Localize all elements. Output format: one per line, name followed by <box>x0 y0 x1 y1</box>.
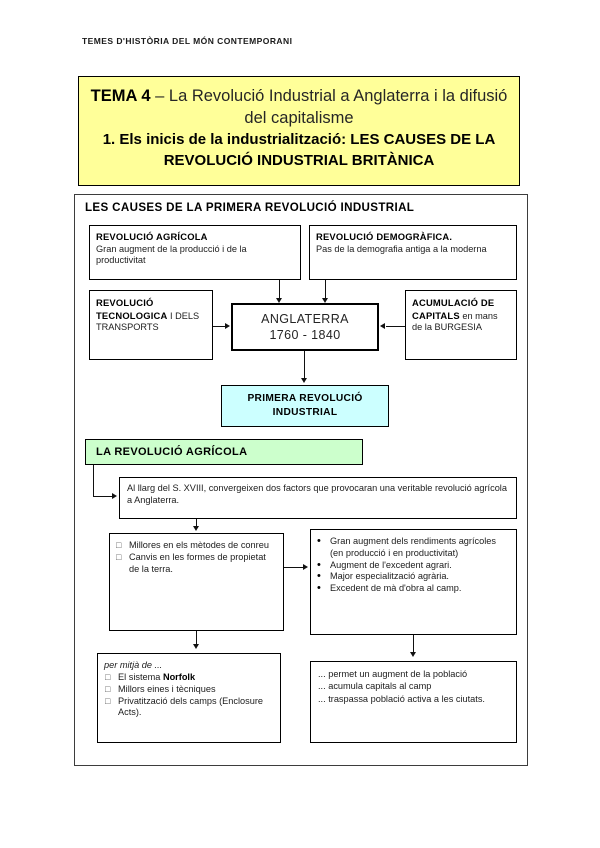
connector-intro-factors <box>196 519 198 527</box>
connector-tecnologica-anglaterra <box>213 326 226 328</box>
arrowhead-anglaterra-primera <box>300 378 307 383</box>
connector-anglaterra-primera <box>304 351 306 379</box>
means-list: El sistema Norfolk Millors eines i tècni… <box>104 672 274 719</box>
box-factors: Millores en els mètodes de conreu Canvis… <box>109 533 284 631</box>
arrowhead-tecnologica-anglaterra <box>225 322 230 329</box>
list-item: Millores en els mètodes de conreu <box>115 540 278 552</box>
box-acumulacio-capitals: ACUMULACIÓ DE CAPITALS en mans de la BUR… <box>405 290 517 360</box>
box-primera-revolucio-industrial: PRIMERA REVOLUCIÓ INDUSTRIAL <box>221 385 389 427</box>
consequence-line: ... traspassa població activa a les ciut… <box>318 693 485 704</box>
results-list: Gran augment dels rendiments agrícoles (… <box>316 536 511 595</box>
box-revolucio-tecnologica-body: I DELS TRANSPORTS <box>96 310 200 333</box>
diagram-heading: LES CAUSES DE LA PRIMERA REVOLUCIÓ INDUS… <box>85 201 415 214</box>
box-revolucio-demografica: REVOLUCIÓ DEMOGRÀFICA. Pas de la demogra… <box>309 225 517 280</box>
list-item: El sistema Norfolk <box>104 672 274 684</box>
box-revolucio-demografica-title: REVOLUCIÓ DEMOGRÀFICA. <box>316 231 453 242</box>
box-means: per mitjà de ... El sistema Norfolk Mill… <box>97 653 281 743</box>
box-results: Gran augment dels rendiments agrícoles (… <box>310 529 517 635</box>
box-consequences: ... permet un augment de la població ...… <box>310 661 517 743</box>
list-item: Canvis en les formes de propietat de la … <box>115 552 278 576</box>
means-lead: per mitjà de ... <box>104 660 163 670</box>
box-revolucio-agricola-body: Gran augment de la producció i de la pro… <box>96 243 247 266</box>
section-header-revolucio-agricola: LA REVOLUCIÓ AGRÍCOLA <box>85 439 363 465</box>
consequence-line: ... acumula capitals al camp <box>318 681 432 692</box>
arrowhead-intro-factors <box>192 526 199 531</box>
connector-header-intro-vertical <box>93 465 95 497</box>
connector-results-consequences <box>413 635 415 653</box>
box-revolucio-tecnologica: REVOLUCIÓ TECNOLOGICA I DELS TRANSPORTS <box>89 290 213 360</box>
arrowhead-demografica-anglaterra <box>321 298 328 303</box>
factors-list: Millores en els mètodes de conreu Canvis… <box>115 540 278 575</box>
arrowhead-factors-results <box>303 563 308 570</box>
box-anglaterra-line2: 1760 - 1840 <box>269 328 341 342</box>
title-subtitle: 1. Els inicis de la industrialització: L… <box>102 131 496 169</box>
title-banner: TEMA 4 – La Revolució Industrial a Angla… <box>78 76 520 186</box>
arrowhead-agricola-anglaterra <box>275 298 282 303</box>
arrowhead-results-consequences <box>409 652 416 657</box>
list-item: Privatització dels camps (Enclosure Acts… <box>104 696 274 720</box>
tema-number: TEMA 4 <box>90 87 151 105</box>
section-header-label: LA REVOLUCIÓ AGRÍCOLA <box>96 446 248 458</box>
connector-header-intro-horizontal <box>93 496 113 498</box>
box-anglaterra-line1: ANGLATERRA <box>261 312 349 326</box>
connector-factors-means <box>196 631 198 645</box>
box-revolucio-agricola-title: REVOLUCIÓ AGRÍCOLA <box>96 231 208 242</box>
box-revolucio-tecnologica-title: REVOLUCIÓ TECNOLOGICA <box>96 297 168 321</box>
running-head: TEMES D'HISTÒRIA DEL MÓN CONTEMPORANI <box>82 36 293 46</box>
means-item-0-prefix: El sistema <box>118 672 163 682</box>
means-bold-term: Norfolk <box>162 672 196 682</box>
diagram-frame: LES CAUSES DE LA PRIMERA REVOLUCIÓ INDUS… <box>74 194 528 766</box>
list-item: Excedent de mà d'obra al camp. <box>316 583 511 595</box>
connector-capitals-anglaterra <box>386 326 405 328</box>
connector-factors-results <box>284 567 304 569</box>
box-acumulacio-capitals-title: ACUMULACIÓ DE CAPITALS <box>412 297 495 321</box>
connector-demografica-anglaterra <box>325 280 327 300</box>
arrowhead-capitals-anglaterra <box>380 322 385 329</box>
box-intro-text: Al llarg del S. XVIII, convergeixen dos … <box>119 477 517 519</box>
box-revolucio-agricola: REVOLUCIÓ AGRÍCOLA Gran augment de la pr… <box>89 225 301 280</box>
box-acumulacio-capitals-body: en mans de la BURGESIA <box>412 310 498 333</box>
tema-rest: – La Revolució Industrial a Anglaterra i… <box>150 87 508 127</box>
title-main-line: TEMA 4 – La Revolució Industrial a Angla… <box>89 85 509 129</box>
consequence-line: ... permet un augment de la població <box>318 669 468 679</box>
list-item: Augment de l'excedent agrari. <box>316 560 511 572</box>
box-primera-line2: INDUSTRIAL <box>272 407 338 418</box>
intro-text: Al llarg del S. XVIII, convergeixen dos … <box>127 483 507 505</box>
box-revolucio-demografica-body: Pas de la demografia antiga a la moderna <box>316 243 487 254</box>
list-item: Major especialització agrària. <box>316 571 511 583</box>
arrowhead-header-intro <box>112 492 117 499</box>
arrowhead-factors-means <box>192 644 199 649</box>
box-anglaterra: ANGLATERRA 1760 - 1840 <box>231 303 379 351</box>
box-primera-line1: PRIMERA REVOLUCIÓ <box>247 393 363 404</box>
list-item: Gran augment dels rendiments agrícoles (… <box>316 536 511 560</box>
connector-agricola-anglaterra <box>279 280 281 300</box>
list-item: Millors eines i tècniques <box>104 684 274 696</box>
